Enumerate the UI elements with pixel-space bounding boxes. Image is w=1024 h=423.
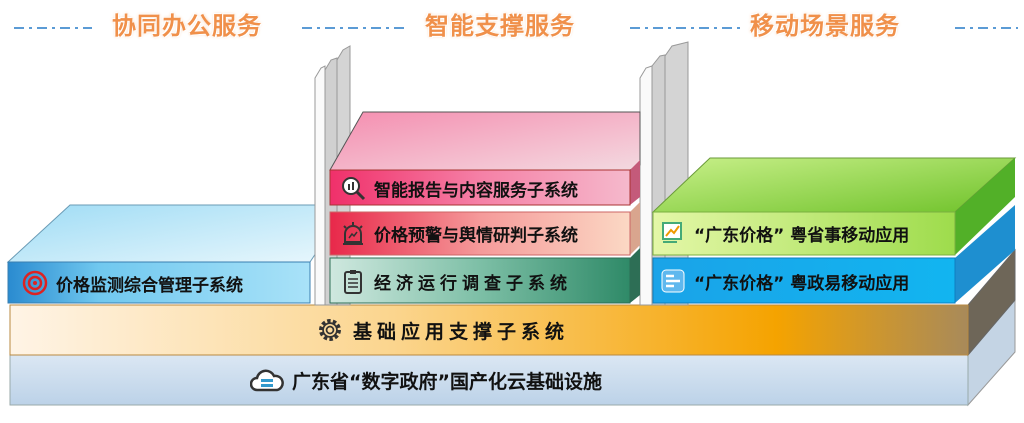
header-intelligent-support: 智能支撑服务 bbox=[425, 12, 575, 40]
label-smart-report: 智能报告与内容服务子系统 bbox=[374, 180, 578, 201]
label-cloud-infra: 广东省“数字政府”国产化云基础设施 bbox=[292, 370, 602, 393]
label-price-monitor: 价格监测综合管理子系统 bbox=[56, 275, 243, 296]
clipboard-icon bbox=[344, 270, 362, 294]
label-yue-zheng-yi: “广东价格” 粤政易移动应用 bbox=[694, 273, 910, 294]
block-smart-report: 智能报告与内容服务子系统 bbox=[340, 175, 578, 201]
label-price-warning: 价格预警与舆情研判子系统 bbox=[374, 225, 578, 246]
label-basic-support: 基础应用支撑子系统 bbox=[353, 320, 570, 343]
target-icon bbox=[22, 270, 48, 296]
block-basic-support: 基础应用支撑子系统 bbox=[315, 315, 569, 345]
cloud-server-icon bbox=[250, 369, 284, 392]
header-collaborative-office: 协同办公服务 bbox=[112, 12, 262, 40]
label-economic-survey: 经济运行调查子系统 bbox=[374, 273, 572, 294]
block-cloud-infra: 广东省“数字政府”国产化云基础设施 bbox=[250, 365, 602, 395]
block-price-monitor: 价格监测综合管理子系统 bbox=[22, 270, 243, 296]
block-economic-survey: 经济运行调查子系统 bbox=[340, 268, 572, 294]
gear-icon bbox=[319, 319, 341, 341]
magnifier-chart-icon bbox=[342, 177, 366, 201]
app-chart-icon bbox=[662, 222, 682, 243]
label-yue-sheng-shi: “广东价格” 粤省事移动应用 bbox=[694, 225, 910, 246]
block-yue-zheng-yi: “广东价格” 粤政易移动应用 bbox=[660, 268, 909, 294]
block-yue-sheng-shi: “广东价格” 粤省事移动应用 bbox=[660, 220, 909, 246]
app-grid-icon bbox=[661, 269, 685, 293]
block-price-warning: 价格预警与舆情研判子系统 bbox=[340, 220, 578, 246]
header-mobile-scenario: 移动场景服务 bbox=[750, 12, 900, 40]
alarm-icon bbox=[343, 222, 363, 245]
